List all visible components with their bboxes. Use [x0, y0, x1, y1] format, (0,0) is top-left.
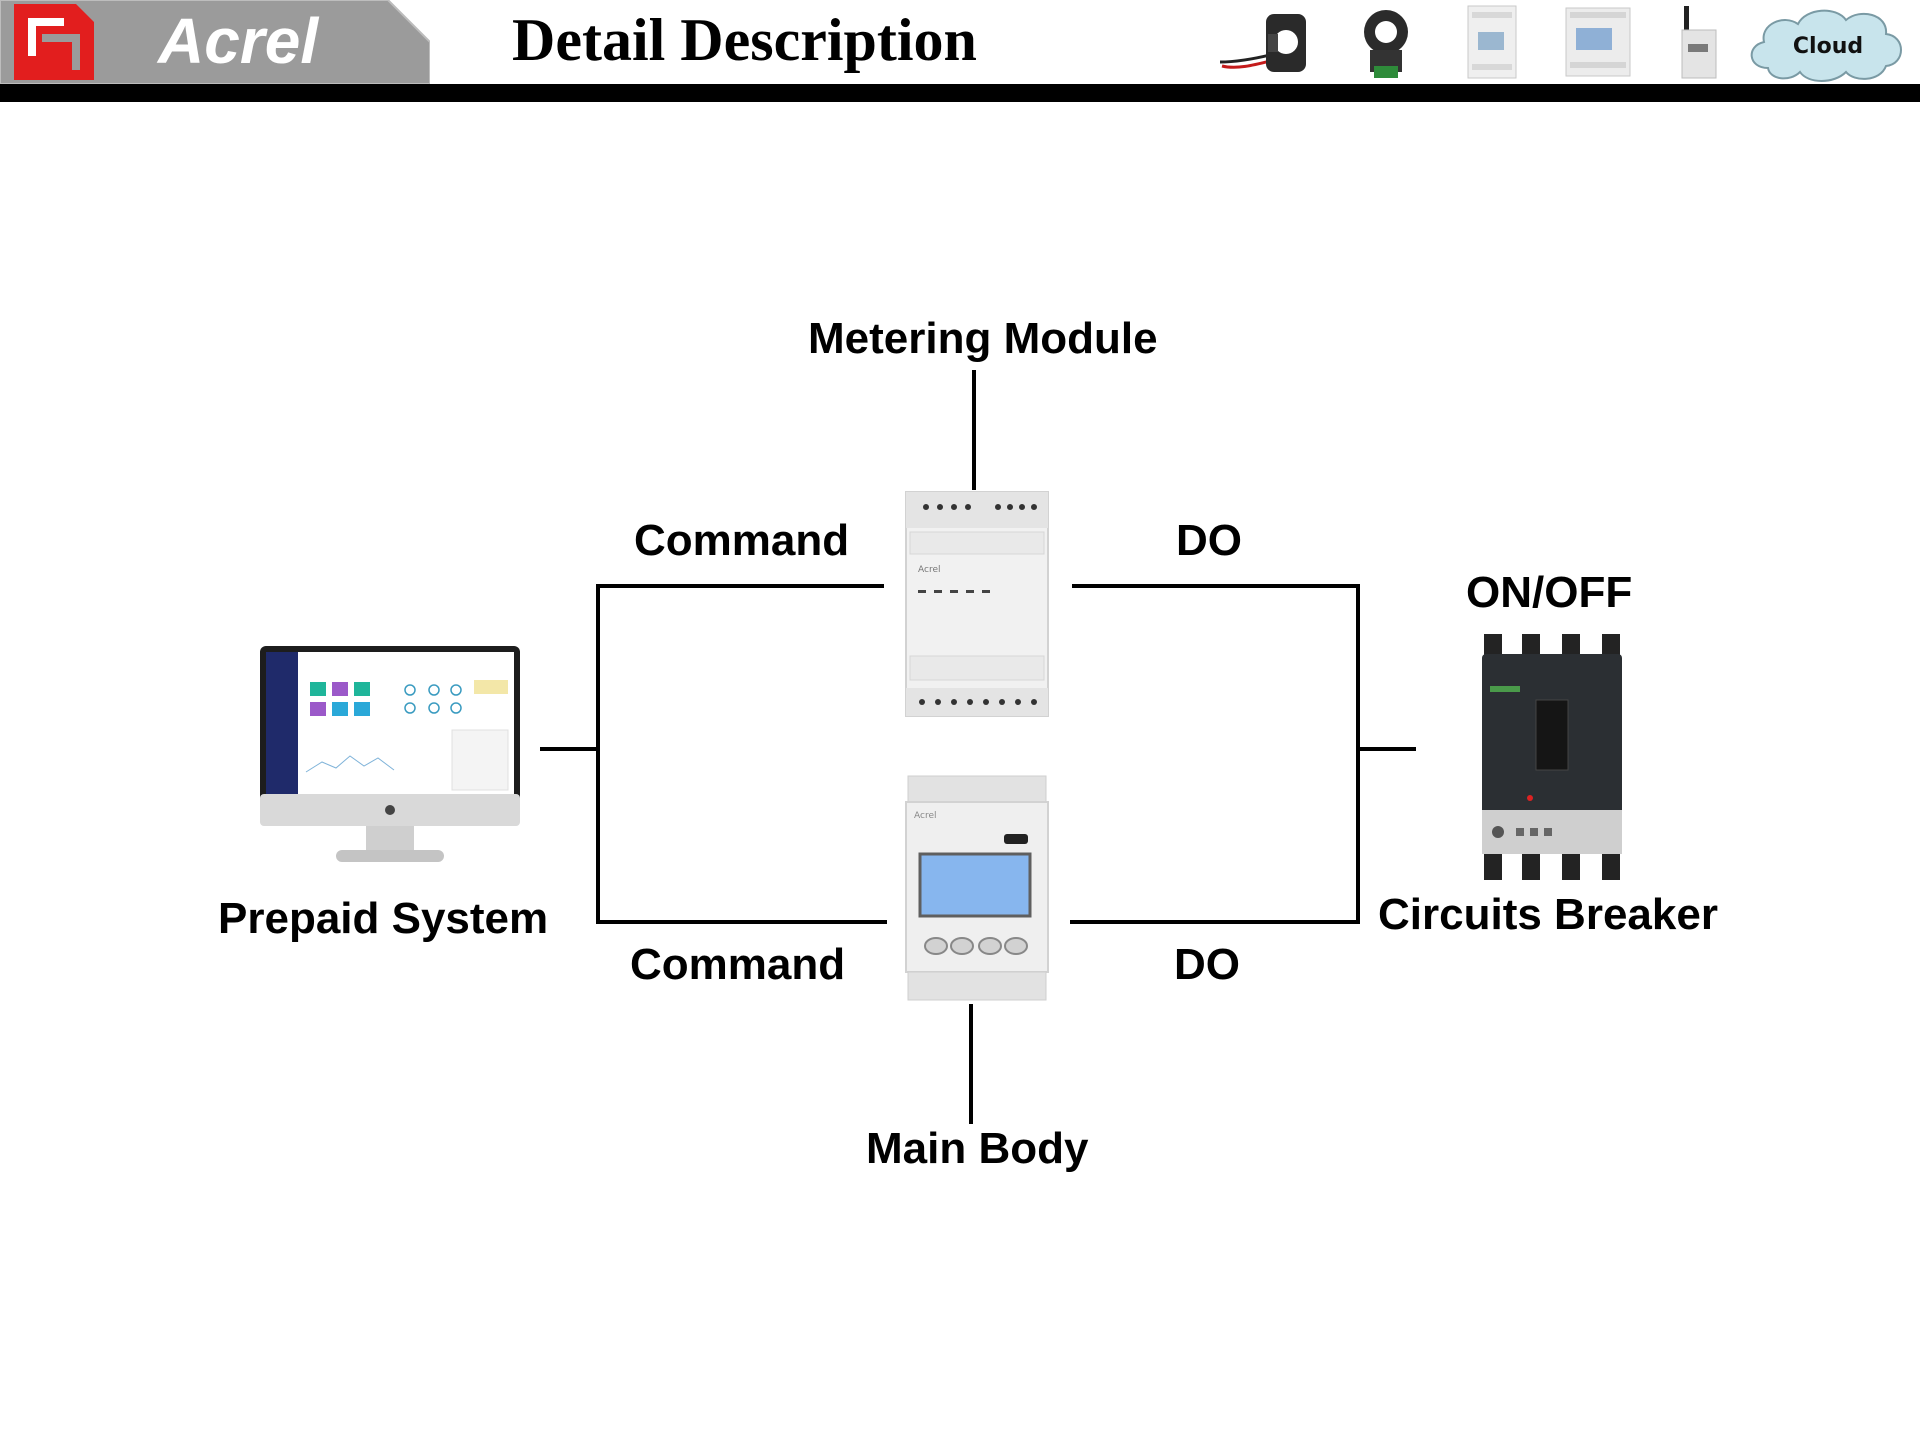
metering-module-label: Metering Module — [808, 314, 1158, 363]
command-bracket — [596, 584, 887, 924]
command-top-label: Command — [634, 516, 850, 565]
din-meter-large-icon — [1565, 7, 1631, 77]
do-bracket — [1070, 584, 1360, 924]
do-top-label: DO — [1176, 516, 1242, 565]
prepaid-system-label: Prepaid System — [218, 894, 549, 943]
wireless-gateway-icon — [1681, 6, 1717, 79]
prepaid-system-monitor — [260, 646, 520, 862]
brand-name: Acrel — [158, 5, 319, 77]
do-bottom-label: DO — [1174, 940, 1240, 989]
svg-text:Acrel: Acrel — [914, 811, 937, 821]
cloud-icon — [1750, 9, 1902, 82]
hall-sensor-icon — [1364, 10, 1408, 78]
din-meter-small-icon — [1467, 5, 1517, 79]
command-bottom-label: Command — [630, 940, 846, 989]
on-off-label: ON/OFF — [1466, 568, 1633, 617]
circuit-breaker-device — [1482, 634, 1622, 880]
brand-banner — [0, 0, 430, 84]
cloud-label: Cloud — [1792, 34, 1864, 59]
main-body-device: Acrel — [905, 775, 1049, 1001]
header-divider — [0, 84, 1920, 102]
main-body-label: Main Body — [866, 1124, 1089, 1173]
circuit-breaker-label: Circuits Breaker — [1378, 890, 1718, 939]
svg-text:Acrel: Acrel — [918, 565, 941, 575]
page-title: Detail Description — [512, 7, 977, 73]
current-transformer-split-icon — [1219, 14, 1306, 72]
acrel-logo-icon — [14, 4, 94, 80]
metering-module-device: Acrel — [905, 491, 1049, 717]
header: Acrel Detail Description Cloud — [0, 0, 1920, 102]
